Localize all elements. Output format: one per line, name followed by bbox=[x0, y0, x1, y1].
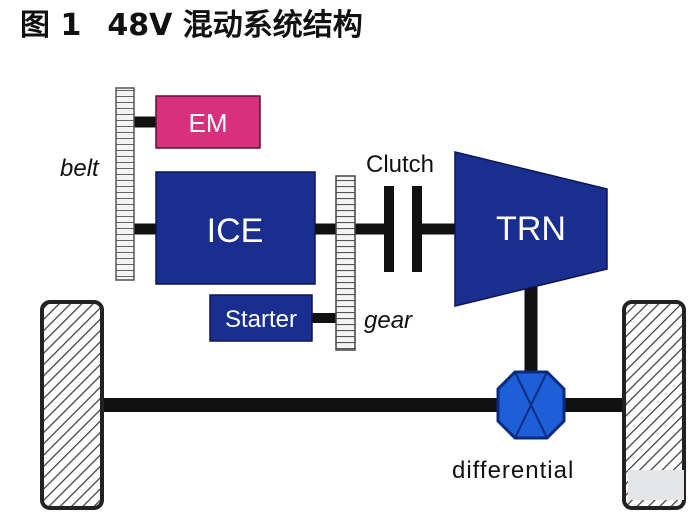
clutch-label: Clutch bbox=[366, 151, 434, 178]
differential-block bbox=[496, 370, 566, 440]
belt bbox=[115, 87, 135, 281]
em-label: EM bbox=[189, 108, 228, 138]
gear bbox=[335, 175, 356, 351]
trn-block bbox=[454, 151, 608, 307]
clutch-plate-left bbox=[384, 186, 394, 272]
gear-label: gear bbox=[364, 307, 413, 334]
ice-block bbox=[155, 171, 316, 285]
figure-title: 图 1 48V 混动系统结构 bbox=[20, 4, 363, 48]
starter-label: Starter bbox=[225, 306, 297, 333]
belt-label: belt bbox=[60, 155, 100, 182]
em-block bbox=[155, 95, 261, 149]
watermark-patch bbox=[628, 470, 684, 500]
figure-number: 图 1 bbox=[20, 8, 82, 43]
starter-block bbox=[209, 294, 313, 342]
right-wheel bbox=[622, 300, 686, 510]
clutch-plate-right bbox=[412, 186, 422, 272]
ice-label: ICE bbox=[207, 212, 264, 250]
trn-label: TRN bbox=[496, 210, 566, 248]
figure-title-text: 48V 混动系统结构 bbox=[107, 8, 363, 43]
differential-label: differential bbox=[452, 457, 574, 484]
left-wheel bbox=[40, 300, 104, 510]
